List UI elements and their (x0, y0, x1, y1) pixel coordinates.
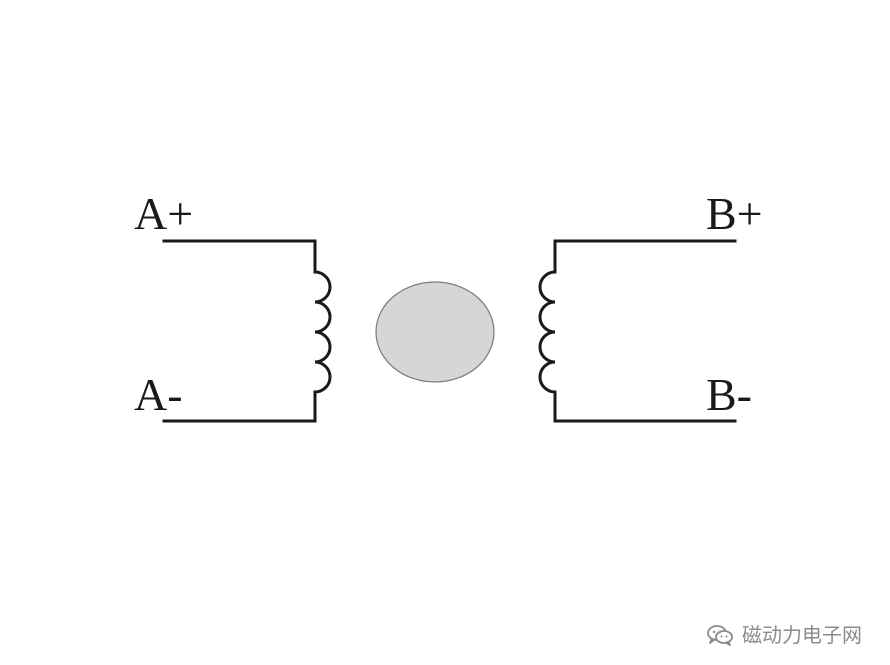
terminal-label-a-minus: A- (134, 369, 183, 420)
watermark: 磁动力电子网 (706, 623, 862, 647)
terminal-label-b-plus: B+ (706, 188, 763, 239)
coil-b (538, 270, 556, 394)
wechat-icon (707, 625, 733, 646)
winding-a (162, 239, 332, 423)
wire-a-plus (162, 239, 317, 274)
winding-b (538, 239, 737, 423)
terminal-label-b-minus: B- (706, 369, 752, 420)
terminal-label-a-plus: A+ (134, 188, 194, 239)
rotor (375, 281, 495, 383)
wire-a-minus (162, 390, 317, 423)
wire-b-plus (553, 239, 737, 274)
coil-a (314, 270, 332, 394)
wire-b-minus (553, 390, 737, 423)
watermark-text: 磁动力电子网 (742, 623, 862, 647)
